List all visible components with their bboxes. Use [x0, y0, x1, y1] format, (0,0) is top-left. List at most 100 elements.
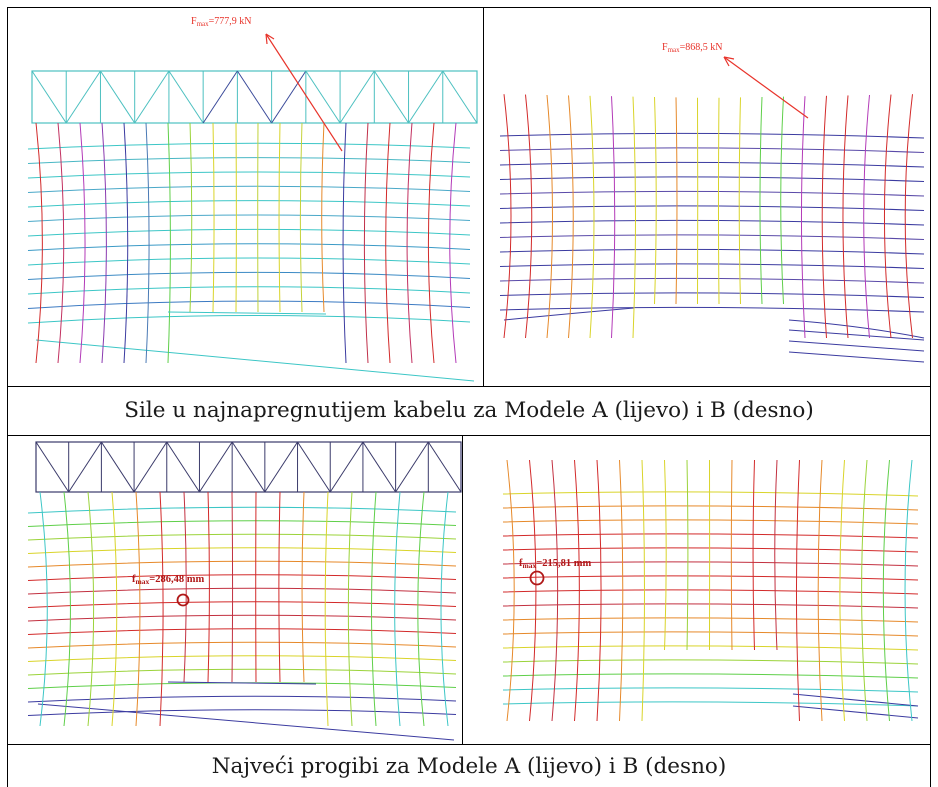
truss-diagonal	[408, 70, 444, 124]
truss-diagonal	[231, 441, 266, 493]
horizontal-cable	[502, 701, 919, 707]
force-arrow-line	[723, 56, 809, 119]
truss-diagonal	[166, 441, 200, 493]
truss-diagonal	[395, 441, 429, 493]
horizontal-cable	[27, 682, 457, 689]
vertical-cable	[385, 122, 391, 364]
vertical-cable	[596, 459, 602, 722]
vertical-cable	[904, 459, 913, 722]
lower-cable-right	[792, 705, 919, 719]
model-b-deflection-net: fmax=215,81 mm	[502, 459, 919, 722]
vertical-cable	[863, 94, 870, 339]
vertical-cable	[363, 122, 369, 364]
truss-diagonal	[199, 441, 233, 493]
vertical-cable	[207, 491, 210, 683]
horizontal-cable	[27, 709, 457, 716]
vertical-cable	[774, 459, 778, 651]
horizontal-cable	[502, 659, 919, 665]
row-divider-3	[7, 744, 931, 745]
vertical-cable	[278, 491, 281, 683]
horizontal-cable	[499, 205, 925, 211]
truss-diagonal	[236, 70, 273, 124]
vertical-cable	[730, 459, 733, 651]
truss-diagonal	[31, 70, 67, 124]
truss-diagonal	[168, 70, 204, 124]
vertical-cable	[904, 94, 913, 339]
force-arrow-head	[723, 56, 735, 67]
lower-cable-right	[792, 693, 919, 707]
max-deflection-marker	[176, 593, 190, 607]
vertical-cable	[394, 491, 401, 727]
horizontal-cable	[27, 157, 471, 164]
horizontal-cable	[499, 147, 925, 153]
force-arrow-line	[265, 33, 343, 152]
table-border-top	[7, 7, 931, 8]
horizontal-cable	[27, 185, 471, 193]
vertical-cable	[619, 459, 624, 722]
vertical-cable	[525, 94, 533, 339]
truss-diagonal	[427, 441, 462, 493]
opening-top-edge	[167, 681, 317, 685]
vertical-cable	[752, 459, 755, 651]
truss-diagonal	[100, 70, 136, 124]
vertical-cable	[839, 459, 845, 722]
vertical-cable	[675, 97, 678, 305]
vertical-cable	[39, 491, 48, 727]
truss-diagonal	[329, 441, 364, 493]
vertical-cable	[159, 491, 164, 727]
vertical-cable	[842, 95, 849, 339]
row-divider-1	[7, 386, 931, 387]
horizontal-cable	[499, 132, 925, 139]
model-b-force-net: Fmax=868,5 kN	[499, 42, 925, 363]
vertical-cable	[123, 122, 129, 364]
lower-cable-right	[788, 329, 925, 341]
vertical-cable	[641, 459, 645, 722]
horizontal-cable	[27, 614, 457, 622]
vertical-cable	[503, 94, 512, 339]
horizontal-cable	[27, 257, 471, 266]
vertical-cable	[506, 459, 515, 722]
top-row-caption: Sile u najnapregnutijem kabelu za Modele…	[124, 398, 814, 423]
table-border-right	[930, 7, 931, 787]
horizontal-cable	[499, 292, 925, 298]
horizontal-cable	[27, 200, 471, 208]
model-a-deflection-figure: fmax=286,48 mm	[8, 436, 462, 744]
vertical-cable	[406, 122, 413, 364]
vertical-cable	[427, 122, 435, 364]
horizontal-cable	[27, 574, 457, 581]
truss-diagonal	[134, 70, 170, 124]
horizontal-cable	[499, 219, 925, 226]
truss-diagonal	[271, 70, 307, 124]
vertical-cable	[417, 491, 425, 727]
vertical-cable	[883, 94, 892, 339]
horizontal-cable	[502, 603, 919, 609]
horizontal-cable	[502, 519, 919, 525]
model-b-force-figure: Fmax=868,5 kN	[484, 8, 930, 386]
lower-cable-right	[788, 319, 925, 339]
model-b-deflection-figure: fmax=215,81 mm	[463, 436, 930, 744]
vertical-cable	[795, 459, 800, 722]
horizontal-cable	[27, 695, 457, 703]
horizontal-cable	[502, 575, 919, 581]
model-a-force-net: Fmax=777,9 kN	[27, 16, 478, 382]
truss-diagonal	[65, 70, 101, 124]
truss-diagonal	[297, 441, 331, 493]
deflection-label-model-a: fmax=286,48 mm	[132, 574, 204, 586]
horizontal-cable	[499, 306, 925, 313]
truss-diagonal	[305, 70, 341, 124]
horizontal-cable	[27, 171, 471, 179]
vertical-cable	[632, 96, 636, 339]
horizontal-cable	[27, 520, 457, 527]
horizontal-cable	[27, 142, 471, 150]
vertical-cable	[347, 491, 353, 727]
vertical-cable	[817, 459, 823, 722]
vertical-cable	[717, 97, 720, 305]
force-label-model-b: Fmax=868,5 kN	[662, 42, 723, 54]
row-divider-2	[7, 435, 931, 436]
horizontal-cable	[27, 228, 471, 237]
truss-diagonal	[362, 441, 397, 493]
vertical-cable	[212, 122, 215, 313]
horizontal-cable	[502, 687, 919, 693]
horizontal-cable	[502, 673, 919, 679]
vertical-cable	[324, 491, 329, 727]
